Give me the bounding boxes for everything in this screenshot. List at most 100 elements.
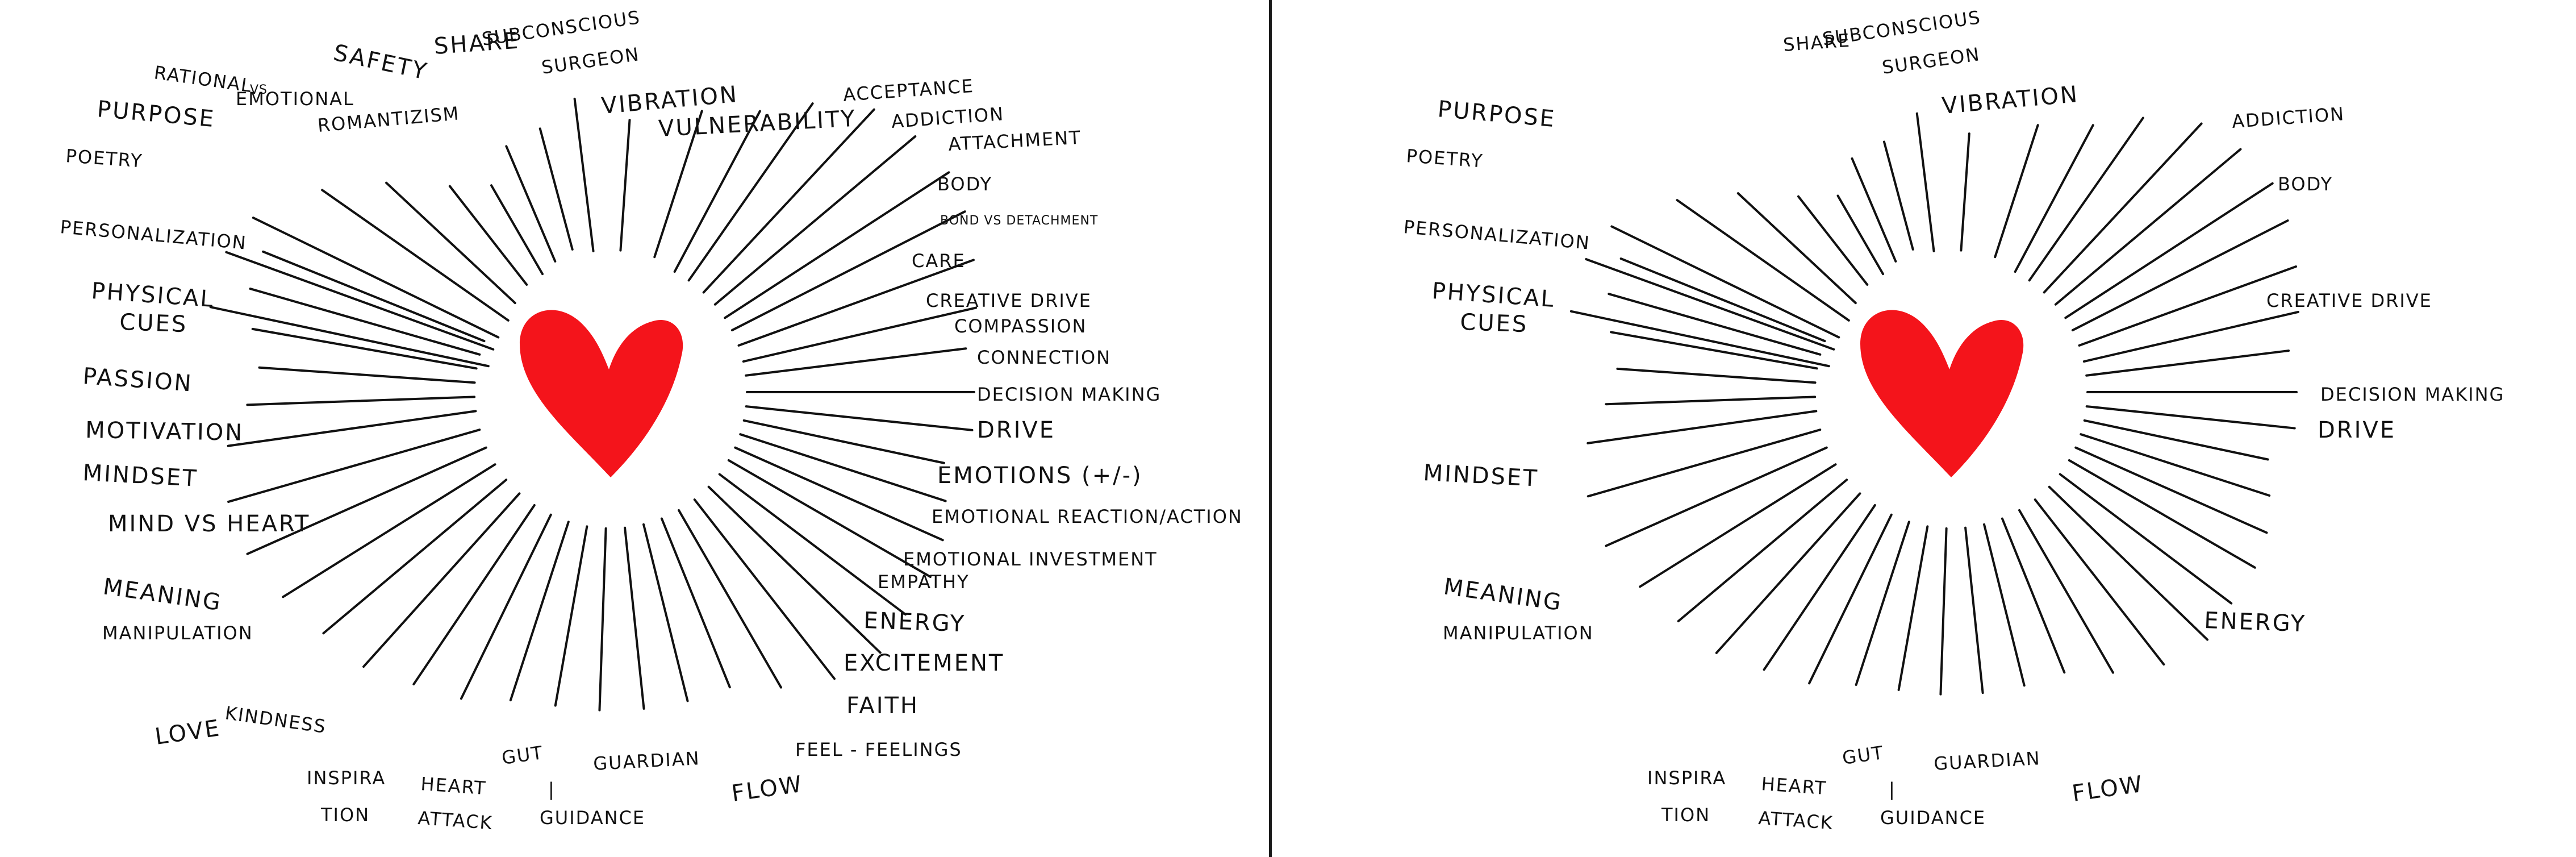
label-bond-vs-detachment: Bond vs Detachment (940, 214, 1098, 228)
label-care: Care (912, 250, 966, 272)
label-gut: Gut (500, 742, 545, 769)
ray-line (673, 110, 761, 273)
heart-icon (520, 310, 683, 477)
ray-line (1677, 479, 1848, 623)
ray-line (2048, 485, 2209, 641)
ray-line (282, 463, 496, 598)
label-creative-drive: Creative Drive (926, 290, 1092, 311)
label-vs: vs (250, 83, 268, 97)
ray-line (227, 410, 477, 447)
label-share: Share (433, 28, 520, 60)
ray-line (2054, 148, 2242, 306)
ray-line (258, 366, 476, 384)
ray-line (2018, 509, 2114, 674)
ray-line (412, 504, 536, 686)
ray-line (227, 428, 481, 503)
ray-line (1836, 194, 1884, 276)
label-emotional: Emotional (236, 88, 354, 110)
label-compassion: Compassion (954, 315, 1087, 337)
ray-line (1610, 331, 1818, 370)
ray-line (225, 251, 495, 351)
label-addiction: Addiction (2231, 103, 2345, 132)
label-acceptance: Acceptance (842, 75, 975, 106)
label-purpose: Purpose (1437, 96, 1557, 132)
ray-line (321, 189, 510, 322)
ray-line (660, 517, 731, 689)
ray-line (1676, 199, 1850, 322)
ray-line (2001, 517, 2066, 674)
ray-line (730, 210, 966, 332)
label-vibration: Vibration (1941, 81, 2080, 119)
label-guidance: Guidance (540, 807, 645, 829)
label-energy: Energy (2204, 608, 2307, 637)
ray-line (1808, 513, 1893, 685)
label-share: Share (1782, 30, 1851, 56)
right-rays (1569, 112, 2299, 696)
ray-line (252, 217, 500, 339)
label-decision-making: Decision Making (977, 384, 1161, 405)
ray-line (707, 485, 882, 654)
ray-line (2034, 498, 2165, 666)
ray-line (1586, 410, 1818, 444)
ray-line (678, 509, 782, 689)
ray-line (2059, 473, 2233, 605)
label-guidance: Guidance (1880, 807, 1986, 829)
heart-icon (1860, 310, 2024, 477)
label-drive: Drive (2318, 417, 2396, 443)
ray-line (1639, 463, 1837, 588)
ray-line (1715, 492, 1861, 654)
label-decision-making: Decision Making (2320, 384, 2504, 405)
label-drive: Drive (977, 417, 1055, 443)
ray-line (1851, 157, 1897, 263)
label-emotional-investment: Emotional Investment (903, 548, 1158, 570)
label-emotions: Emotions (+/-) (937, 463, 1143, 489)
ray-line (509, 521, 570, 702)
label-love: Love (153, 715, 223, 750)
label-cues: Cues (119, 309, 188, 338)
label-mindset: Mindset (1422, 460, 1539, 492)
label-physical: Physical (1431, 278, 1556, 313)
label-bar: | (1889, 779, 1896, 800)
label-addiction: Addiction (891, 103, 1005, 132)
ray-line (262, 250, 486, 343)
label-poetry: Poetry (65, 145, 143, 172)
label-bar: | (548, 779, 556, 800)
ray-line (734, 446, 944, 542)
ray-line (718, 473, 907, 616)
ray-line (1897, 525, 1929, 691)
label-mindset: Mindset (82, 460, 198, 492)
ray-line (1619, 257, 1826, 343)
label-safety: Safety (331, 40, 431, 85)
ray-line (687, 102, 814, 282)
label-gut: Gut (1841, 742, 1885, 769)
label-inspira: Inspira (1647, 767, 1726, 789)
label-faith: Faith (846, 693, 919, 719)
ray-line (1855, 521, 1910, 686)
label-subconscious: Subconscious (1821, 6, 1982, 50)
ray-line (737, 259, 975, 347)
ray-line (362, 492, 521, 668)
ray-line (209, 306, 490, 368)
label-attack: Attack (1757, 807, 1834, 834)
ray-line (1915, 112, 1935, 252)
label-feel-feelings: Feel - Feelings (795, 739, 962, 760)
ray-line (1960, 132, 1970, 252)
ray-line (246, 396, 476, 406)
ray-line (538, 127, 574, 251)
label-subconscious: Subconscious (481, 6, 642, 50)
ray-line (2071, 219, 2289, 332)
label-guardian: Guardian (1933, 747, 2041, 775)
ray-line (1882, 140, 1914, 251)
ray-line (2043, 122, 2203, 294)
label-energy: Energy (863, 608, 966, 637)
ray-line (1994, 124, 2039, 259)
panel-divider (1269, 0, 1272, 857)
ray-line (1586, 428, 1822, 498)
label-manipulation: Manipulation (1443, 622, 1594, 644)
ray-line (693, 498, 836, 680)
ray-line (1939, 527, 1948, 696)
label-personalization: Personalization (1402, 216, 1591, 254)
ray-line (745, 405, 974, 431)
